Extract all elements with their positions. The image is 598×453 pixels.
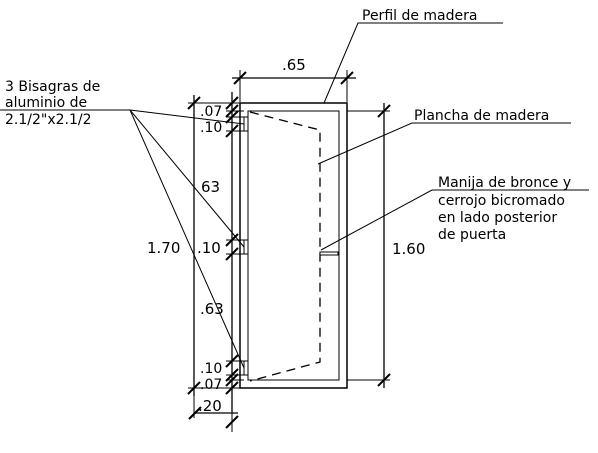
plancha-label: Plancha de madera [414,108,549,124]
manija-label-line-3: en lado posterior [438,210,557,226]
perfil-label: Perfil de madera [362,8,477,24]
upper-segment-value: 63 [201,178,220,196]
hinge-top [243,116,249,132]
width-dimension [232,70,356,102]
bisagras-label-line-3: 2.1/2"x2.1/2 [5,112,92,128]
base-dimension [188,396,239,432]
top-gap-value: .07 [200,104,222,120]
hinge-middle [243,239,249,255]
lower-segment-value: .63 [200,300,224,318]
total-height-dimension [187,95,240,396]
total-height-value: 1.70 [147,239,180,257]
hinge-middle-value: .10 [197,239,221,257]
segment-dimension-chain [225,92,244,412]
hinges [243,116,249,376]
bisagras-label-line-1: 3 Bisagras de [5,79,100,95]
base-value: .20 [198,397,222,415]
door-leaf-swing [249,111,321,382]
manija-label-line-4: de puerta [438,227,506,243]
leaf-height-value: 1.60 [392,240,425,258]
leaf-height-dimension [347,103,391,388]
hinge-top-value: .10 [200,120,222,136]
width-value: .65 [282,56,306,74]
door-frame [239,102,348,389]
manija-label-line-2: cerrojo bicromado [438,193,565,209]
manija-label-line-1: Manija de bronce y [438,175,571,191]
hinge-bottom-value: .10 [200,361,222,377]
bottom-gap-value: .07 [200,377,222,393]
hinge-bottom [243,360,249,376]
door-handle [319,251,339,256]
leader-lines [0,22,589,369]
bisagras-label-line-2: aluminio de [5,95,87,111]
